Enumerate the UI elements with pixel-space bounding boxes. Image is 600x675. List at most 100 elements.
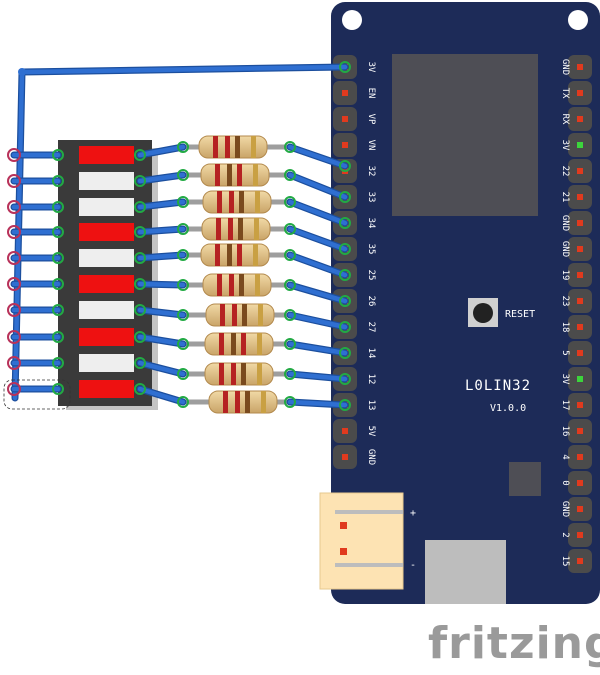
right-pin-2[interactable]: 2 xyxy=(560,523,592,547)
led-pin-joint xyxy=(52,278,64,290)
resistor-pin-joint xyxy=(177,396,189,408)
regulator-chip xyxy=(509,462,541,496)
right-pin-gnd[interactable]: GND xyxy=(560,497,592,521)
right-pin-label: 2 xyxy=(560,532,570,537)
wire-core xyxy=(137,334,186,347)
resistor-pin-joint xyxy=(284,368,296,380)
left-pin-label: 34 xyxy=(366,218,376,229)
bus-joint xyxy=(7,330,21,344)
led-segment xyxy=(79,146,134,164)
left-pin-en[interactable]: EN xyxy=(333,81,376,105)
board-pin-joint xyxy=(339,295,351,307)
bus-joint xyxy=(7,225,21,239)
led-segment xyxy=(79,328,134,346)
wire-core xyxy=(137,360,186,377)
right-pin-label: TX xyxy=(560,88,570,99)
right-pin-18[interactable]: 18 xyxy=(560,315,592,339)
led-pin-joint xyxy=(134,357,146,369)
resistor-pin-joint xyxy=(177,279,189,291)
wire-core xyxy=(137,172,186,184)
led-segment xyxy=(79,198,134,216)
wire-core xyxy=(287,282,348,304)
led-pin-joint xyxy=(52,383,64,395)
right-pin-label: 0 xyxy=(560,480,570,485)
resistor[interactable] xyxy=(183,303,290,327)
bus-joint xyxy=(7,174,21,188)
resistor[interactable] xyxy=(183,390,290,414)
right-pin-label: 18 xyxy=(560,322,570,333)
wire-core xyxy=(137,252,186,261)
led-bar-graph[interactable] xyxy=(58,140,158,410)
selection-marquee xyxy=(3,379,71,410)
right-pin-17[interactable]: 17 xyxy=(560,393,592,417)
resistor-pin-joint xyxy=(284,169,296,181)
right-pin-label: 21 xyxy=(560,192,570,203)
resistor[interactable] xyxy=(183,190,290,214)
right-pin-5[interactable]: 5 xyxy=(560,341,592,365)
right-pin-19[interactable]: 19 xyxy=(560,263,592,287)
resistor-pin-joint xyxy=(177,309,189,321)
led-pin-joint xyxy=(52,201,64,213)
board-pin-joint xyxy=(339,399,351,411)
resistor-pin-joint xyxy=(284,196,296,208)
right-pin-21[interactable]: 21 xyxy=(560,185,592,209)
right-pin-15[interactable]: 15 xyxy=(560,549,592,573)
left-pin-label: GND xyxy=(366,449,376,465)
right-pin-tx[interactable]: TX xyxy=(560,81,592,105)
led-segment xyxy=(79,380,134,398)
right-pin-label: 17 xyxy=(560,400,570,411)
right-pin-gnd[interactable]: GND xyxy=(560,237,592,261)
resistor[interactable] xyxy=(183,243,290,267)
right-pin-4[interactable]: 4 xyxy=(560,445,592,469)
wire-core xyxy=(287,341,348,356)
left-pin-5v[interactable]: 5V xyxy=(333,419,376,443)
resistor-pin-joint xyxy=(177,249,189,261)
left-pin-label: 35 xyxy=(366,244,376,255)
right-pin-22[interactable]: 22 xyxy=(560,159,592,183)
resistor[interactable] xyxy=(183,163,290,187)
led-segment xyxy=(79,301,134,319)
resistor-pin-joint xyxy=(284,338,296,350)
board-pin-joint xyxy=(339,160,351,172)
led-pin-joint xyxy=(134,383,146,395)
resistor-pin-joint xyxy=(284,223,296,235)
battery-connector[interactable]: + - xyxy=(319,492,416,590)
resistor[interactable] xyxy=(183,217,290,241)
right-pin-3v[interactable]: 3V xyxy=(560,367,592,391)
right-pin-label: 4 xyxy=(560,454,570,459)
right-pin-23[interactable]: 23 xyxy=(560,289,592,313)
right-pin-gnd[interactable]: GND xyxy=(560,55,592,79)
left-pin-label: VP xyxy=(366,114,376,125)
right-pin-3v[interactable]: 3V xyxy=(560,133,592,157)
left-pin-gnd[interactable]: GND xyxy=(333,445,376,469)
left-pin-label: 25 xyxy=(366,270,376,281)
right-pin-label: GND xyxy=(560,501,570,517)
resistor[interactable] xyxy=(183,135,290,159)
resistor[interactable] xyxy=(183,273,290,297)
left-pin-vn[interactable]: VN xyxy=(333,133,376,157)
right-pin-label: 23 xyxy=(560,296,570,307)
right-pin-label: 19 xyxy=(560,270,570,281)
resistor-pin-joint xyxy=(177,169,189,181)
right-pin-16[interactable]: 16 xyxy=(560,419,592,443)
resistor[interactable] xyxy=(183,362,290,386)
resistor-pin-joint xyxy=(284,309,296,321)
reset-button-cap[interactable] xyxy=(473,303,493,323)
led-pin-joint xyxy=(134,278,146,290)
connector-minus-label: - xyxy=(410,560,416,571)
resistor-pin-joint xyxy=(284,279,296,291)
usb-port[interactable] xyxy=(425,540,506,604)
led-pin-joint xyxy=(52,331,64,343)
right-pin-label: GND xyxy=(560,215,570,231)
right-pin-0[interactable]: 0 xyxy=(560,471,592,495)
led-segment xyxy=(79,223,134,241)
led-segment xyxy=(79,172,134,190)
right-pin-rx[interactable]: RX xyxy=(560,107,592,131)
wire-core xyxy=(137,226,186,235)
right-pin-gnd[interactable]: GND xyxy=(560,211,592,235)
resistor[interactable] xyxy=(183,332,290,356)
left-pin-vp[interactable]: VP xyxy=(333,107,376,131)
wire-core xyxy=(287,312,348,330)
